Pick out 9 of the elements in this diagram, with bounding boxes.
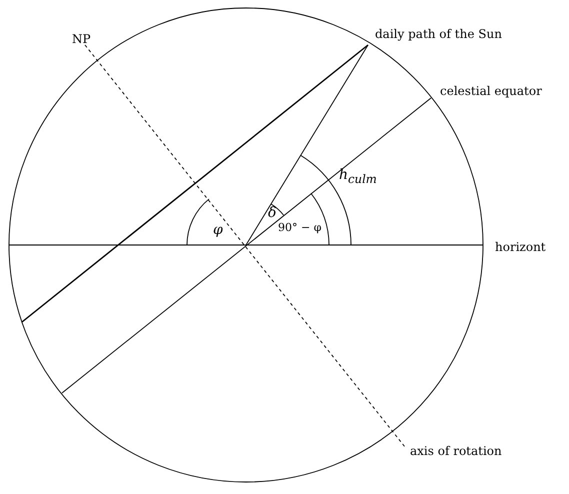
angle-label: h$_{culm}$ — [339, 168, 377, 186]
line-label: celestial equator — [440, 85, 542, 97]
line-label: axis of rotation — [410, 445, 502, 457]
line-label: daily path of the Sun — [375, 28, 502, 40]
line-label: horizont — [495, 241, 546, 253]
angle-label: φ — [213, 223, 223, 237]
angle-label: 90° − φ — [278, 222, 322, 233]
angle-label: δ — [268, 206, 276, 220]
pole-label: NP — [72, 33, 91, 45]
